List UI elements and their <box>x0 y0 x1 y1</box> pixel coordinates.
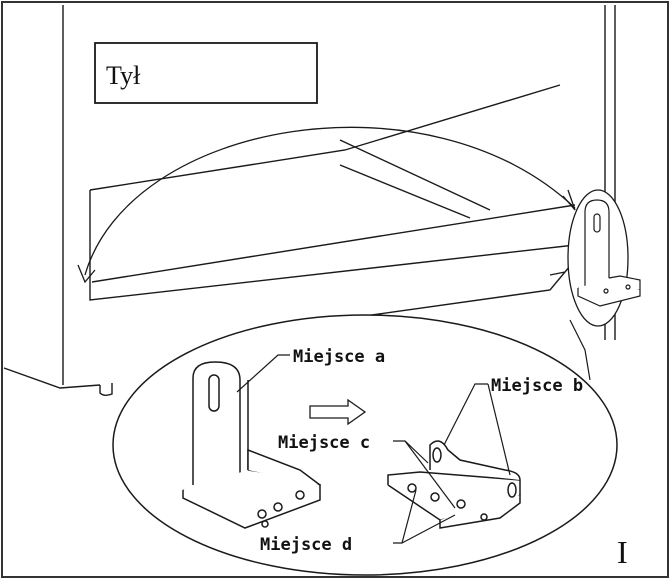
detail-connector <box>569 319 591 381</box>
callout-place-c: Miejsce c <box>278 433 370 453</box>
transform-arrow <box>309 398 367 426</box>
figure-number: I <box>617 534 628 570</box>
callout-place-d: Miejsce d <box>260 535 352 555</box>
bracket-small <box>577 199 641 307</box>
back-label-box <box>94 42 318 104</box>
indicator-arc <box>84 126 576 276</box>
callout-place-a: Miejsce a <box>293 347 385 367</box>
bracket-after <box>387 440 521 529</box>
callout-place-b: Miejsce b <box>491 376 583 396</box>
cabinet-outline <box>3 5 616 396</box>
callout-leaders <box>236 354 511 544</box>
bracket-before <box>182 361 322 529</box>
arc-arrowhead-right <box>562 189 576 211</box>
arc-arrowhead-left <box>77 264 96 284</box>
back-label: Tył <box>106 61 141 90</box>
